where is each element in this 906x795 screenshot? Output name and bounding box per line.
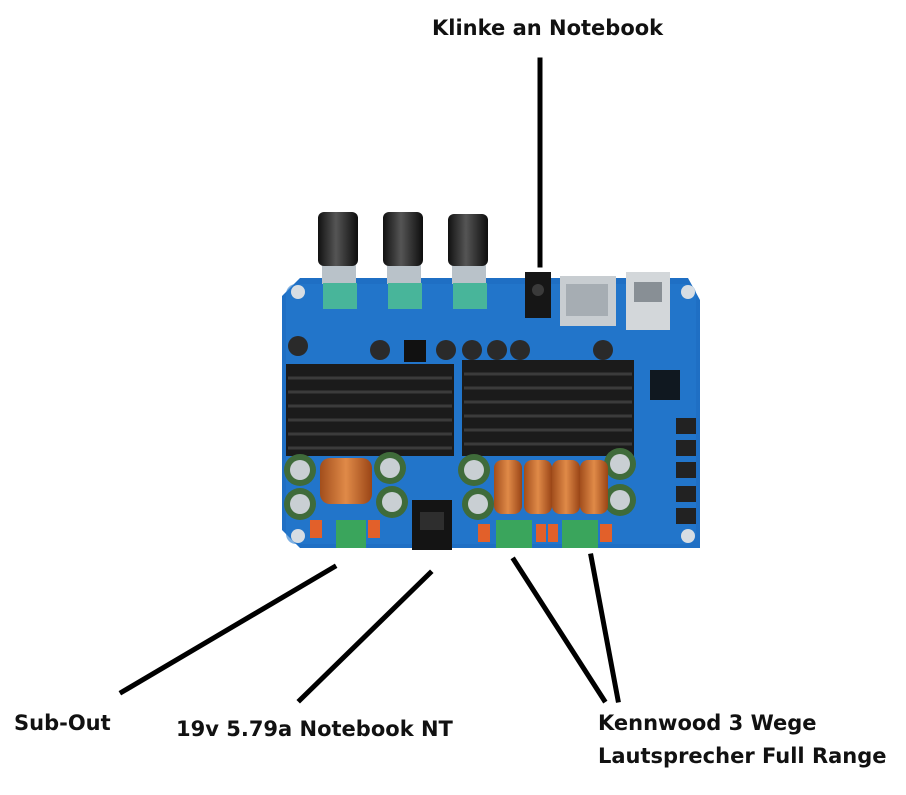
callout-line-speakers-b [588, 553, 621, 703]
callout-line-speakers-a [510, 556, 608, 704]
knob-bass [383, 212, 423, 309]
control-buttons [676, 418, 696, 524]
knob-volume [448, 214, 488, 309]
label-speakers-line1: Kennwood 3 Wege [598, 711, 817, 735]
label-power-supply: 19v 5.79a Notebook NT [176, 717, 453, 741]
potentiometer-knobs [318, 212, 488, 309]
sd-card-slot [560, 276, 616, 326]
label-speakers-line2: Lautsprecher Full Range [598, 743, 887, 768]
label-sub-out: Sub-Out [14, 711, 111, 735]
audio-jack-input [525, 272, 551, 318]
usb-port [626, 272, 670, 330]
dc-power-jack [412, 500, 452, 550]
heatsinks [286, 360, 634, 456]
label-audio-jack: Klinke an Notebook [432, 16, 664, 40]
label-speakers: Kennwood 3 Wege Lautsprecher Full Range [598, 707, 887, 772]
small-capacitors-row [288, 336, 680, 400]
callout-lines [118, 57, 621, 704]
speaker-terminals [310, 520, 612, 548]
knob-treble [318, 212, 358, 309]
inductors [320, 458, 608, 514]
callout-line-power [296, 569, 434, 704]
large-capacitors [284, 448, 636, 520]
callout-line-sub-out [118, 563, 338, 696]
